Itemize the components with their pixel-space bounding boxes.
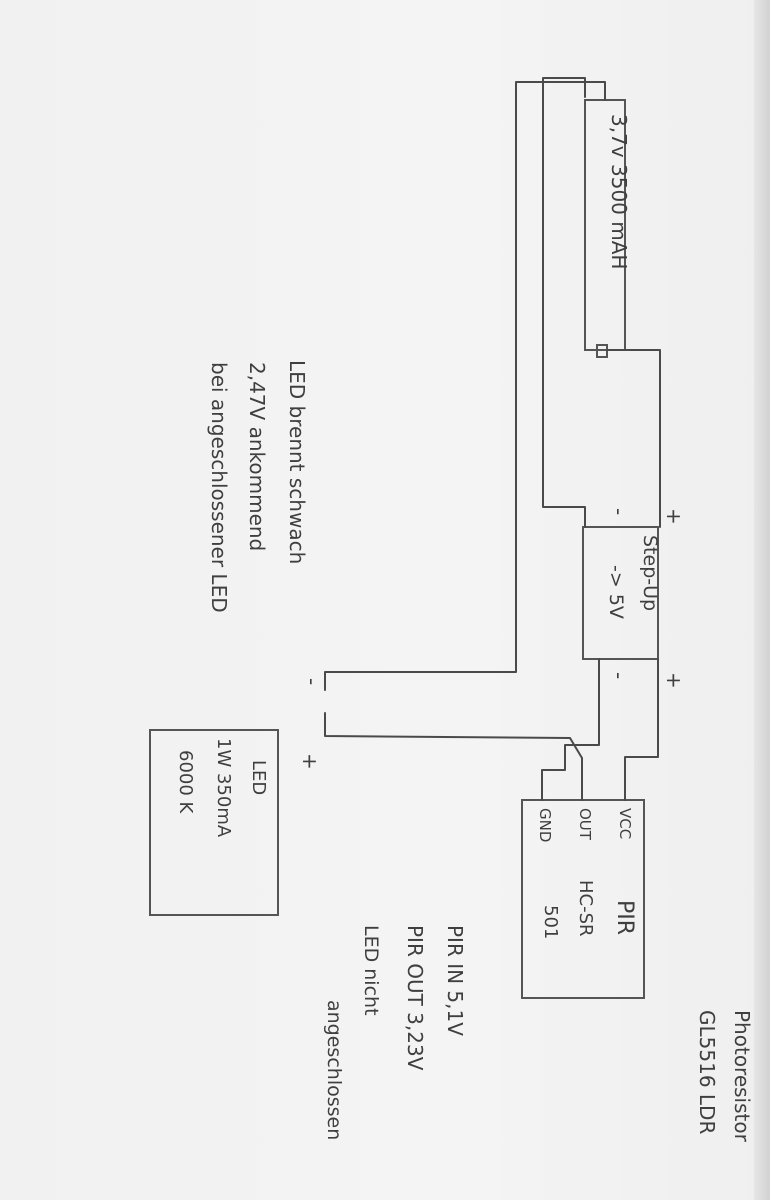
- wire-battery-top: [542, 77, 586, 528]
- note-left-line3: bei angeschlossener LED: [207, 362, 231, 613]
- led-label-line1: LED: [248, 760, 269, 795]
- led-box: [149, 729, 279, 916]
- note-left-line1: LED brennt schwach: [285, 360, 309, 564]
- pir-pin-out: OUT: [576, 808, 594, 841]
- led-label-line3: 6000 K: [175, 750, 196, 815]
- pir-model-line2: 501: [540, 905, 561, 939]
- photoresistor-label-line2: GL5516 LDR: [695, 1010, 719, 1134]
- pir-pin-gnd: GND: [536, 808, 554, 842]
- stepup-in-minus-label: -: [607, 508, 631, 515]
- note-right-line1: PIR IN 5,1V: [443, 925, 467, 1036]
- pir-title: PIR: [612, 900, 637, 935]
- note-right-line4: angeschlossen: [323, 1000, 345, 1140]
- note-left-line2: 2,47V ankommend: [245, 362, 269, 551]
- wire-led-plus-pir: [324, 712, 583, 801]
- wire-stepup-minus-gnd: [541, 658, 600, 801]
- stepup-in-plus-label: +: [662, 508, 686, 525]
- led-plus-label: +: [298, 753, 322, 770]
- stepup-out-plus-label: +: [662, 672, 686, 689]
- stepup-label-line1: Step-Up: [639, 535, 661, 611]
- wire-battery-plus: [606, 349, 661, 528]
- pir-pin-vcc: VCC: [616, 808, 634, 839]
- paper-edge-shadow: [754, 0, 770, 1200]
- note-right-line2: PIR OUT 3,23V: [403, 925, 427, 1071]
- photoresistor-label-line1: Photoresistor: [730, 1010, 754, 1143]
- pir-model-line1: HC-SR: [575, 880, 596, 937]
- led-label-line2: 1W 350mA: [213, 738, 234, 838]
- wire-battery-left: [324, 81, 606, 691]
- wire-stepup-plus-vcc: [624, 658, 659, 801]
- note-right-line3: LED nicht: [360, 925, 382, 1016]
- stepup-box: [582, 526, 659, 660]
- led-minus-label: -: [300, 678, 324, 685]
- battery-label: 3,7v 3500 mAH: [607, 114, 631, 269]
- stepup-label-line2: -> 5V: [605, 565, 627, 619]
- stepup-out-minus-label: -: [607, 672, 631, 679]
